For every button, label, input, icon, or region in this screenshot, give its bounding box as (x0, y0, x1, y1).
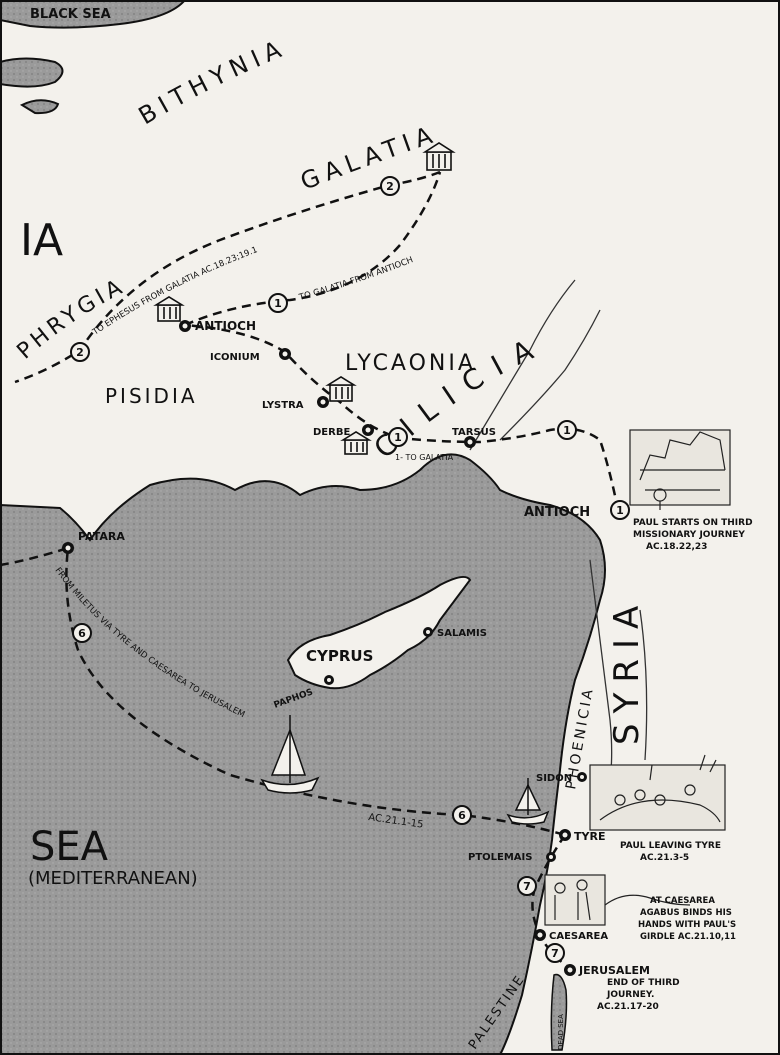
city-iconium: ICONIUM (210, 348, 291, 363)
svg-text:2: 2 (386, 180, 394, 193)
svg-text:6: 6 (458, 809, 466, 822)
svg-text:1: 1 (274, 297, 282, 310)
svg-text:ANTIOCH: ANTIOCH (195, 319, 256, 333)
svg-text:6: 6 (78, 627, 86, 640)
city-sidon: SIDON (536, 772, 587, 784)
svg-text:ANTIOCH: ANTIOCH (524, 505, 590, 520)
svg-text:1: 1 (394, 431, 402, 444)
city-antioch-pisidia: ANTIOCH (179, 319, 256, 333)
cities: ANTIOCH ICONIUM LYSTRA DERBE TARSUS ANTI… (62, 319, 650, 977)
caption-paul-starts: PAUL STARTS ON THIRD MISSIONARY JOURNEY … (633, 518, 753, 552)
mediterranean-sea: SEA (MEDITERRANEAN) (0, 453, 606, 1055)
city-derbe: DERBE (313, 424, 374, 438)
lycaonia-label: LYCAONIA (345, 351, 476, 376)
mediterranean-label: (MEDITERRANEAN) (28, 868, 198, 889)
galatia-label: GALATIA (297, 119, 442, 195)
black-sea-label: BLACK SEA (30, 7, 111, 22)
city-jerusalem: JERUSALEM (564, 964, 650, 977)
marker-1: 1 (388, 427, 408, 447)
svg-text:END OF THIRD: END OF THIRD (607, 978, 680, 988)
svg-text:HANDS WITH PAUL'S: HANDS WITH PAUL'S (638, 920, 736, 930)
svg-text:SALAMIS: SALAMIS (437, 628, 487, 639)
route-to-galatia (184, 171, 442, 327)
vignette-agabus (544, 874, 691, 926)
pisidia-label: PISIDIA (105, 384, 198, 408)
svg-text:ICONIUM: ICONIUM (210, 352, 260, 363)
svg-text:PAUL STARTS ON THIRD: PAUL STARTS ON THIRD (633, 518, 753, 528)
city-lystra: LYSTRA (262, 396, 329, 411)
svg-text:PTOLEMAIS: PTOLEMAIS (468, 852, 532, 863)
marker-7: 7 (545, 943, 565, 963)
city-caesarea: CAESAREA (534, 929, 608, 942)
svg-text:TYRE: TYRE (574, 830, 605, 843)
city-ptolemais: PTOLEMAIS (468, 852, 556, 863)
svg-text:AC.21.17-20: AC.21.17-20 (597, 1002, 659, 1012)
caption-agabus: AT CAESAREA AGABUS BINDS HIS HANDS WITH … (638, 896, 736, 942)
caption-paul-leaving-tyre: PAUL LEAVING TYRE AC.21.3-5 (620, 841, 721, 863)
city-patara: PATARA (62, 530, 125, 554)
temple-icon (340, 431, 372, 455)
marker-6: 6 (72, 623, 92, 643)
route-label-galatia-from-antioch: TO GALATIA FROM ANTIOCH (297, 255, 415, 303)
svg-text:CAESAREA: CAESAREA (549, 931, 608, 942)
svg-text:AC.21.3-5: AC.21.3-5 (640, 853, 689, 863)
vignette-paul-leaving-tyre (589, 754, 726, 831)
caption-end-journey: END OF THIRD JOURNEY. AC.21.17-20 (597, 978, 680, 1012)
marker-2: 2 (70, 342, 90, 362)
svg-text:LYSTRA: LYSTRA (262, 400, 304, 411)
svg-text:JOURNEY.: JOURNEY. (606, 990, 654, 1000)
black-sea: BLACK SEA (0, 0, 187, 115)
marker-7: 7 (517, 876, 537, 896)
temple-icon (422, 142, 456, 171)
city-tyre: TYRE (559, 829, 605, 843)
cyprus-label: CYPRUS (306, 647, 373, 665)
marker-2: 2 (380, 176, 400, 196)
svg-text:7: 7 (551, 947, 559, 960)
marker-1: 1 (557, 420, 577, 440)
syria-label: SYRIA (607, 596, 647, 745)
temple-icon (325, 376, 357, 402)
svg-text:SIDON: SIDON (536, 773, 572, 784)
dead-sea-label: DEAD SEA (557, 1014, 565, 1050)
svg-text:PAUL LEAVING TYRE: PAUL LEAVING TYRE (620, 841, 721, 851)
svg-text:AC.18.22,23: AC.18.22,23 (646, 542, 707, 552)
marker-1: 1 (268, 293, 288, 313)
city-antioch-syria: ANTIOCH (524, 505, 590, 520)
temple-icons (153, 142, 456, 455)
temple-icon (153, 296, 185, 322)
route-sea-voyage (0, 546, 566, 837)
svg-text:MISSIONARY JOURNEY: MISSIONARY JOURNEY (633, 530, 745, 540)
vignette-antioch-city (629, 429, 731, 510)
svg-text:TARSUS: TARSUS (452, 427, 496, 438)
svg-text:DERBE: DERBE (313, 427, 350, 438)
svg-text:JERUSALEM: JERUSALEM (578, 964, 650, 977)
cyprus-island: CYPRUS (286, 575, 472, 690)
svg-text:1: 1 (563, 424, 571, 437)
svg-text:1: 1 (616, 504, 624, 517)
ship-icon (506, 778, 550, 825)
marker-1: 1 (610, 500, 630, 520)
svg-text:PATARA: PATARA (78, 530, 125, 543)
svg-text:AT CAESAREA: AT CAESAREA (650, 896, 715, 906)
svg-text:AGABUS BINDS HIS: AGABUS BINDS HIS (640, 908, 732, 918)
marker-6: 6 (452, 805, 472, 825)
sea-label: SEA (30, 824, 109, 870)
city-tarsus: TARSUS (452, 427, 496, 448)
route-markers: 1 1 1 1 2 2 6 6 7 7 (70, 176, 630, 963)
svg-text:GIRDLE AC.21.10,11: GIRDLE AC.21.10,11 (640, 932, 736, 942)
svg-text:7: 7 (523, 880, 531, 893)
ship-icon (260, 715, 320, 794)
dead-sea: DEAD SEA (550, 973, 568, 1051)
asia-label: IA (20, 215, 63, 266)
city-salamis: SALAMIS (423, 627, 487, 639)
route-label-to-galatia: 1- TO GALATIA (395, 453, 454, 462)
bithynia-label: BITHYNIA (134, 33, 291, 130)
svg-text:2: 2 (76, 346, 84, 359)
